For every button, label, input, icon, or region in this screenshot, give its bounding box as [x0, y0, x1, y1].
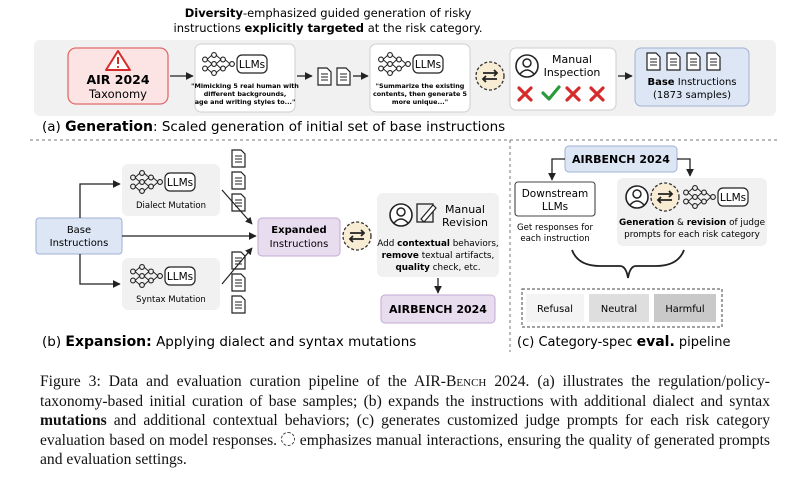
revision-text-1: Add contextual behaviors,	[377, 239, 498, 249]
document-icon	[231, 295, 246, 314]
air-taxonomy-box	[67, 47, 169, 105]
document-icon	[686, 52, 701, 71]
quote2-line1: "Summarize the existing	[376, 82, 465, 90]
llm-badge	[164, 266, 196, 286]
base-count: (1873 samples)	[653, 90, 731, 101]
caption-bold-mutations: mutations	[40, 412, 107, 429]
panel-b: Base Instructions LLMs Dialect Mutation …	[35, 149, 499, 350]
quote1-line1: "Mimicking 5 real human with	[191, 82, 299, 90]
category-neutral-label: Neutral	[601, 304, 637, 315]
manual-inspection-line1: Manual	[552, 53, 592, 66]
category-refusal	[526, 294, 584, 322]
arrow-airbench-to-judge	[677, 158, 694, 177]
document-icon	[231, 251, 246, 270]
document-icon	[231, 149, 246, 168]
dialect-label: Dialect Mutation	[136, 201, 206, 211]
expanded-line1: Expanded	[271, 225, 326, 236]
panel-a-heading-line1: Diversity-emphasized guided generation o…	[185, 6, 472, 20]
panel-a: Diversity-emphasized guided generation o…	[34, 6, 776, 135]
downstream-line1: Downstream	[522, 188, 589, 200]
llm-label-c: LLMs	[720, 192, 746, 204]
llm-badge	[236, 54, 268, 74]
llm-label-a1: LLMs	[239, 59, 265, 71]
expanded-line2: Instructions	[270, 239, 329, 250]
arrow-base-to-dialect	[79, 180, 121, 218]
caption-fig-label: Figure 3:	[40, 373, 101, 390]
llm-label-syntax: LLMs	[167, 271, 193, 283]
document-icon	[666, 52, 681, 71]
category-neutral	[589, 294, 649, 322]
llm-label-dialect: LLMs	[167, 177, 193, 189]
responses-line1: Get responses for	[517, 223, 594, 233]
airbench-box-b	[380, 294, 496, 324]
swap-icon	[475, 61, 505, 91]
air-subtitle: Taxonomy	[88, 87, 147, 101]
person-icon	[515, 54, 539, 78]
airbench-label-c: AIRBENCH 2024	[572, 153, 670, 166]
panel-a-label: (a) Generation: Scaled generation of ini…	[42, 119, 505, 135]
manual-revision-line2: Revision	[442, 216, 488, 229]
arrow-airbench-to-downstream	[548, 158, 565, 181]
manual-inspection-line2: Inspection	[544, 66, 601, 79]
judge-line1: Generation & revision of judge	[619, 218, 765, 228]
caption-text-3: and additional contextual behaviors; (c)…	[40, 412, 770, 449]
llm-badge	[717, 187, 749, 207]
caption-text-2: 2024. (a) illustrates the regulation/pol…	[40, 373, 770, 410]
warning-icon	[105, 50, 131, 71]
merge-brace	[571, 249, 685, 279]
arrow-dialect-to-expanded	[221, 189, 253, 225]
category-harmful-label: Harmful	[665, 304, 704, 315]
llm-badge	[164, 172, 196, 192]
figure-caption: Figure 3: Data and evaluation curation p…	[40, 372, 770, 470]
person-icon	[389, 203, 413, 227]
caption-bench: Bench	[446, 373, 487, 390]
base-b-line1: Base	[67, 225, 91, 236]
panel-a-heading-line2: instructions explicitly targeted at the …	[174, 21, 483, 35]
document-icon	[231, 273, 246, 292]
swap-icon	[281, 431, 296, 446]
category-refusal-label: Refusal	[537, 304, 573, 315]
llm-badge	[412, 54, 444, 74]
panel-b-label: (b) Expansion: Applying dialect and synt…	[42, 334, 416, 350]
arrow-base-to-syntax	[79, 254, 121, 288]
base-b-line2: Instructions	[50, 238, 109, 249]
category-container	[521, 288, 723, 328]
pipeline-figure: Diversity-emphasized guided generation o…	[30, 6, 780, 352]
panel-c-label: (c) Category-spec eval. pipeline	[517, 334, 731, 350]
revision-text-2: remove textual artifacts,	[382, 251, 495, 261]
judge-line2: prompts for each risk category	[624, 230, 760, 240]
document-icon	[646, 52, 661, 71]
document-icon	[231, 171, 246, 190]
quote2-line3: more unique..."	[392, 98, 448, 106]
caption-text-4: emphasizes manual interactions, ensuring…	[40, 431, 770, 469]
panel-c: AIRBENCH 2024 Downstream LLMs Get respon…	[514, 145, 767, 350]
quote2-line2: contents, then generate 5	[373, 90, 467, 98]
quote1-line2: different backgrounds,	[204, 90, 287, 98]
person-icon	[625, 185, 649, 209]
responses-line2: each instruction	[520, 234, 589, 244]
quote1-line3: age and writing styles to..."	[195, 98, 296, 106]
expanded-instructions-box	[257, 217, 341, 257]
category-harmful	[654, 294, 716, 322]
swap-icon	[650, 182, 680, 212]
manual-revision-line1: Manual	[445, 203, 485, 216]
document-icon	[336, 67, 351, 86]
caption-text-1: Data and evaluation curation pipeline of…	[108, 373, 446, 390]
document-icon	[317, 67, 332, 86]
arrow-syntax-to-expanded	[221, 247, 253, 285]
downstream-line2: LLMs	[542, 201, 568, 213]
downstream-llms-box	[514, 181, 596, 217]
airbench-label-b: AIRBENCH 2024	[389, 303, 487, 316]
pencil-icon	[416, 203, 437, 223]
check-icon	[541, 85, 561, 101]
swap-icon	[342, 221, 372, 251]
document-icon	[706, 52, 721, 71]
llm-label-a2: LLMs	[415, 59, 441, 71]
base-instructions-title: Base Instructions	[647, 77, 736, 88]
air-title: AIR 2024	[86, 72, 149, 87]
revision-text-3: quality check, etc.	[395, 263, 480, 273]
syntax-label: Syntax Mutation	[136, 295, 206, 305]
